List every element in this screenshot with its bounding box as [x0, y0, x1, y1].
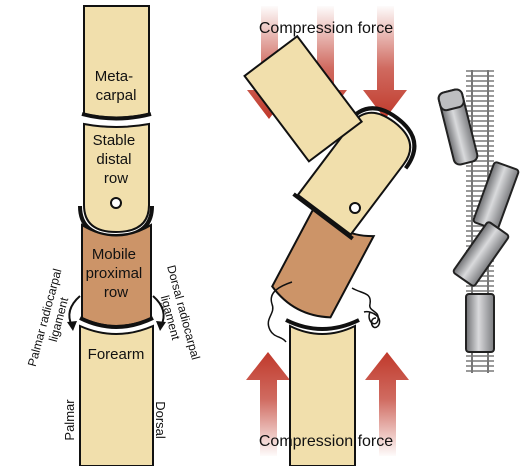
derailed-train-icon [437, 70, 520, 373]
buckled-metacarpal [243, 34, 364, 163]
middle-panel: Compression force Compression force [243, 6, 417, 466]
stretched-palmar-ligament [267, 281, 293, 343]
dorsal-ligament-label: Dorsal radiocarpal ligament [151, 264, 204, 369]
radiocarpal-joint-line [79, 316, 154, 329]
compression-force-top-label: Compression force [259, 20, 393, 37]
left-panel: Meta- carpal Stable distal row Mobile pr… [25, 5, 204, 466]
buckled-distal-row-bone [296, 111, 412, 236]
buckled-distal-row [292, 106, 417, 241]
metacarpal-joint-line [81, 112, 152, 121]
buckled-midcarpal-joint-line [344, 106, 417, 170]
buckled-radiocarpal-joint-line [285, 318, 360, 331]
train-car [452, 221, 510, 287]
forearm-label: Forearm [88, 346, 145, 363]
train-locomotive [437, 88, 479, 166]
distal-row-bone [83, 122, 150, 234]
palmar-label: Palmar [62, 399, 77, 441]
palmar-ligament-arrowhead [67, 321, 77, 331]
forearm-bone [79, 324, 154, 466]
buckled-metacarpal-bone [243, 34, 364, 163]
compression-force-bottom-label: Compression force [259, 433, 393, 450]
dorsal-label: Dorsal [153, 401, 168, 439]
buckled-carpometacarpal-joint-line [292, 192, 354, 241]
train-car [465, 293, 495, 353]
metacarpal-label: Meta- carpal [95, 68, 138, 104]
torn-dorsal-ligament-curl [363, 310, 381, 329]
distal-row-label: Stable distal row [93, 132, 140, 187]
pivot-point [110, 197, 122, 209]
dorsal-ligament-arrowhead [156, 321, 166, 331]
buckled-forearm-bone [289, 324, 356, 466]
force-arrow-up-1 [246, 352, 290, 456]
palmar-ligament-label: Palmar radiocarpal ligament [25, 264, 79, 372]
proximal-row-label: Mobile proximal row [86, 246, 147, 301]
force-arrow-up-3 [365, 352, 409, 456]
buckled-pivot-point [349, 202, 361, 214]
force-arrow-down-3 [363, 6, 407, 119]
